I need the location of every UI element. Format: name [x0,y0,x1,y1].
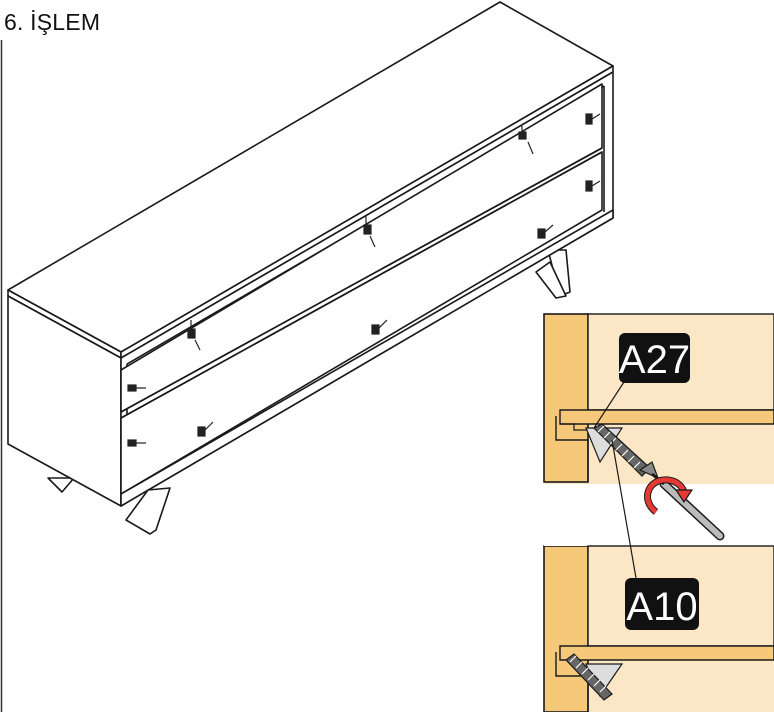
leader-line-a10 [611,439,637,579]
shelf-upper [559,409,774,425]
screw-marker [537,224,554,239]
screw-marker [197,421,214,437]
screw-marker [585,113,601,125]
screw-marker [371,319,388,335]
part-label-a27: A27 [619,333,690,383]
cabinet-bottom-panel [120,209,614,507]
screw-marker [127,439,146,447]
detail-gap [544,484,774,546]
cabinet-leg-back-left [47,477,75,493]
screw-marker [127,384,146,392]
cabinet-leg-front-right [535,261,567,299]
tv-cabinet [7,1,614,535]
detail-inset: A27 A10 [543,313,774,712]
leader-line-a27 [593,381,625,429]
screw-icon [565,653,613,701]
part-label-a27-text: A27 [619,338,690,382]
side-panel-upper [543,313,589,483]
cabinet-leg-front-left [125,487,171,535]
screw-marker [518,126,534,155]
part-label-a10: A10 [625,578,699,630]
step-title: 6. İŞLEM [4,9,101,35]
screw-marker [187,320,201,351]
screw-marker [363,216,376,248]
part-label-a10-text: A10 [626,585,697,629]
rotate-arrow-icon [644,476,694,515]
screw-marker [585,180,601,192]
side-panel-lower [543,545,589,712]
cabinet-screw-markers [127,113,601,447]
shelf-lower [559,645,774,661]
